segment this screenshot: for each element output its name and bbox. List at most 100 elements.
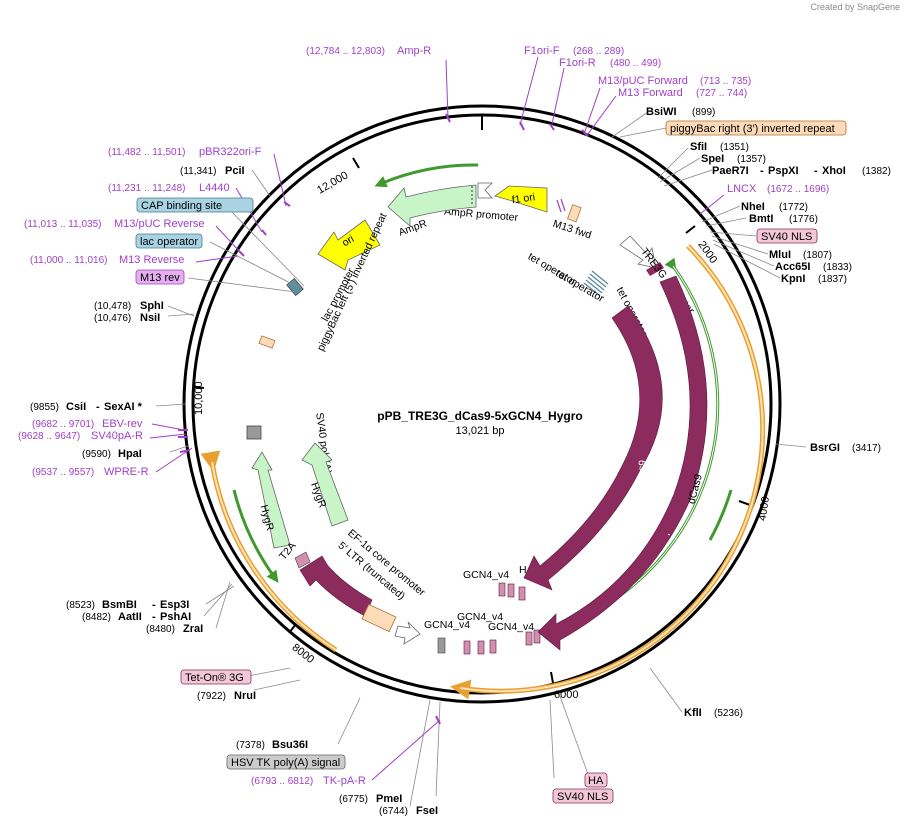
primer-l4440-pos: (11,231 .. 11,248) — [108, 183, 185, 194]
leader-lines — [155, 111, 807, 807]
enzyme-bsmbi: BsmBI — [102, 599, 137, 611]
enzyme-kfli-pos: (5236) — [714, 708, 743, 719]
feature-box-labels: piggyBac right (3′) inverted repeat SV40… — [135, 120, 847, 804]
hygr-arrow-2 — [301, 442, 349, 527]
sv40nls-top-label: SV40 NLS — [761, 231, 812, 243]
enzyme-csii-pos: (9855) — [30, 402, 59, 413]
m13rev-box-label: M13 rev — [140, 272, 180, 284]
gcn4-label-1: GCN4_v4 — [463, 569, 509, 581]
top-green-arrow — [374, 163, 479, 188]
primer-lncx-pos: (1672 .. 1696) — [767, 184, 829, 195]
enzyme-sfii: SfiI — [690, 141, 707, 153]
primer-m13rev-pos: (11,000 .. 11,016) — [30, 255, 107, 266]
primer-wprer: WPRE-R — [104, 466, 149, 478]
primer-m13fwd-pos: (727 .. 744) — [696, 88, 747, 99]
enzyme-xhoi-pos: (1382) — [862, 166, 891, 177]
ampr-arrow — [387, 184, 477, 227]
enzyme-fsei: FseI — [416, 805, 438, 817]
teton-label: Tet-On® 3G — [185, 672, 244, 684]
primer-tkpar: TK-pA-R — [323, 775, 366, 787]
cas9-arrow — [523, 305, 663, 591]
cas9-label: Cas9 — [634, 459, 649, 485]
hsv-tk-box — [437, 637, 446, 654]
tre3g-promoter-arrow — [619, 235, 657, 269]
primer-lines — [149, 56, 725, 781]
sv40nls-bottom-box — [552, 788, 614, 804]
hsvtk-box — [226, 754, 346, 770]
primer-ampr-pos: (12,784 .. 12,803) — [306, 46, 385, 57]
enzyme-pspxi: PspXI — [768, 165, 799, 177]
primer-f1orir: F1ori-R — [559, 57, 596, 69]
m13rev-box — [135, 269, 185, 285]
lac-promoter-box — [286, 278, 304, 296]
primer-m13puc-pos: (713 .. 735) — [700, 76, 751, 87]
primer-pbr322-pos: (11,482 .. 11,501) — [108, 147, 185, 158]
enzyme-fsei-pos: (6744) — [379, 806, 408, 817]
ha-bottom-label: HA — [588, 775, 604, 787]
ampr-label: AmpR — [397, 217, 429, 238]
plasmid-title: pPB_TRE3G_dCas9-5xGCN4_Hygro — [377, 409, 582, 423]
green-track-right-2 — [708, 489, 733, 541]
enzyme-bsmbi-pos: (8523) — [66, 600, 95, 611]
enzyme-mlui: MluI — [769, 249, 791, 261]
tick-4000: 4000 — [757, 496, 772, 522]
enzyme-hpai-pos: (9590) — [82, 449, 111, 460]
teton-orange-arc-inner — [211, 461, 337, 651]
f1-ori-arrow — [494, 185, 548, 213]
primer-sv40par-pos: (9628 .. 9647) — [18, 431, 80, 442]
tet-operator-marks — [583, 270, 609, 297]
gcn4-label-3: GCN4_v4 — [424, 619, 470, 631]
primer-f1orif: F1ori-F — [524, 45, 560, 57]
svg-text:-: - — [760, 165, 764, 177]
teton-box — [180, 669, 252, 685]
enzyme-nrui: NruI — [234, 690, 256, 702]
enzyme-nsii-pos: (10,476) — [94, 313, 131, 324]
enzyme-pmei: PmeI — [376, 793, 402, 805]
enzyme-spei: SpeI — [701, 153, 724, 165]
enzyme-sphi-pos: (10,478) — [94, 301, 131, 312]
ha-bottom-box — [584, 772, 608, 788]
enzyme-pcii: PciI — [225, 165, 245, 177]
enzyme-aatii: AatII — [118, 611, 142, 623]
ori-label: ori — [340, 233, 356, 249]
gcn4-label-2: GCN4_v4 — [457, 611, 503, 623]
enzyme-labels-right: BsiWI (899) SfiI (1351) SpeI (1357) PaeR… — [646, 106, 891, 719]
sv40nls-top-box — [756, 228, 818, 244]
cap-label: CAP binding site — [141, 200, 222, 212]
tre3g-small-maroon — [646, 262, 664, 276]
enzyme-spei-pos: (1357) — [737, 154, 766, 165]
enzyme-aatii-pos: (8482) — [82, 612, 111, 623]
tick-8000: 8000 — [290, 641, 317, 666]
primer-sv40par: SV40pA-R — [91, 430, 143, 442]
t2a-box — [294, 551, 311, 569]
primer-m13pucrev: M13/pUC Reverse — [114, 218, 204, 230]
enzyme-pcii-pos: (11,341) — [180, 166, 217, 177]
tick-6000: 6000 — [554, 689, 578, 701]
tick-marks — [192, 115, 751, 684]
tick-10000: 10,000 — [193, 381, 205, 415]
enzyme-bsrgi-pos: (3417) — [852, 443, 881, 454]
primer-ticks — [178, 113, 589, 725]
m13-fwd-label: M13 fwd — [551, 218, 593, 242]
dcas9-arrow — [537, 275, 708, 651]
enzyme-pshai: PshAI — [160, 611, 191, 623]
enzyme-paer7i: PaeR7I — [712, 165, 749, 177]
enzyme-acc65i-pos: (1833) — [823, 262, 852, 273]
enzyme-kfli: KflI — [684, 707, 702, 719]
enzyme-zrai-pos: (8480) — [146, 624, 175, 635]
enzyme-bmti: BmtI — [749, 213, 773, 225]
svg-text:-: - — [814, 165, 818, 177]
enzyme-bsrgi: BsrGI — [810, 442, 840, 454]
lacop-box — [135, 233, 203, 249]
cap-box — [136, 197, 254, 213]
enzyme-labels-left: (11,341) PciI (10,478) SphI (10,476) Nsi… — [30, 165, 438, 817]
enzyme-bsiwi: BsiWI — [646, 106, 677, 118]
piggybac-left-box — [258, 335, 276, 349]
primer-ebvrev-pos: (9682 .. 9701) — [32, 419, 94, 430]
primer-f1orif-pos: (268 .. 289) — [573, 46, 624, 57]
snapgene-credit: Created by SnapGene — [810, 2, 900, 12]
teton-green-arc — [232, 489, 279, 583]
enzyme-bsiwi-pos: (899) — [692, 107, 715, 118]
lacop-label: lac operator — [140, 236, 198, 248]
